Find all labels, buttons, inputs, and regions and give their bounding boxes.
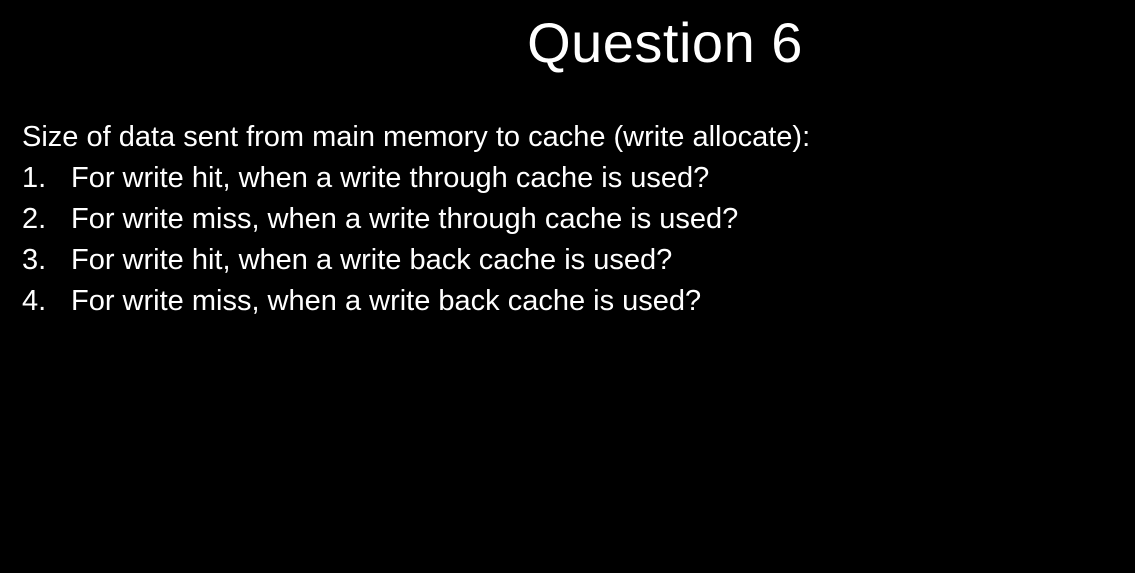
item-text: For write miss, when a write through cac… [71,203,739,235]
item-number: 4. [22,285,47,317]
slide-title: Question 6 [527,11,803,74]
question-intro: Size of data sent from main memory to ca… [22,121,811,153]
question-list: 1. For write hit, when a write through c… [22,158,1112,322]
item-text: For write hit, when a write through cach… [71,162,710,194]
list-item: 2. For write miss, when a write through … [22,199,1112,240]
slide-body: Size of data sent from main memory to ca… [22,117,1112,322]
item-number: 1. [22,162,47,194]
list-item: 4. For write miss, when a write back cac… [22,281,1112,322]
item-text: For write miss, when a write back cache … [71,285,702,317]
item-number: 3. [22,244,47,276]
list-item: 1. For write hit, when a write through c… [22,158,1112,199]
item-text: For write hit, when a write back cache i… [71,244,673,276]
item-number: 2. [22,203,47,235]
list-item: 3. For write hit, when a write back cach… [22,240,1112,281]
